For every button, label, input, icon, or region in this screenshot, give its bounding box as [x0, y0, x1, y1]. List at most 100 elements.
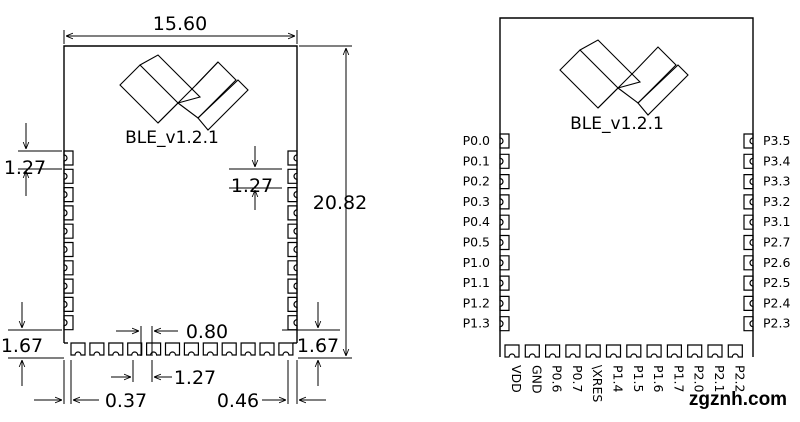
right-antenna-logo	[559, 39, 689, 116]
left-side-pad	[63, 296, 74, 312]
pad-gap-label: 0.80	[186, 321, 228, 343]
bottom-pin-label: P0.7	[570, 365, 585, 392]
bottom-pin-pad	[646, 344, 662, 358]
bottom-pin-label: P1.5	[631, 365, 646, 392]
right-pin-label: P3.4	[763, 153, 790, 168]
left-side-pad	[63, 315, 74, 331]
bottom-pin-pad	[504, 344, 520, 358]
left-pin-pad	[499, 275, 510, 291]
right-side-pad	[287, 223, 298, 239]
left-pin-label: P1.2	[463, 295, 490, 310]
bottom-pad	[221, 342, 237, 356]
height-dimension-label: 20.82	[313, 192, 367, 214]
bottom-pad	[278, 342, 294, 356]
bottom-pin-label: P2.1	[712, 365, 727, 392]
left-pin-label: P0.3	[463, 194, 490, 209]
right-side-pad	[287, 168, 298, 184]
bottom-pin-pad	[605, 344, 622, 358]
right-side-pad	[287, 296, 298, 312]
left-pin-pad	[499, 255, 510, 271]
bottom-pin-label: P2.0	[692, 365, 707, 392]
bottom-right-edge-label: 1.67	[297, 335, 339, 357]
left-side-pad	[63, 205, 74, 221]
bottom-pin-pad	[545, 344, 561, 358]
right-pin-pad	[743, 153, 754, 169]
left-side-pad	[63, 168, 74, 184]
right-side-pad	[287, 150, 298, 166]
bottom-pad	[202, 342, 218, 356]
left-side-pad	[63, 278, 74, 294]
left-pin-label: P0.2	[463, 174, 490, 189]
left-pin-pad	[499, 234, 510, 251]
bottom-pin-label: P1.7	[671, 365, 686, 392]
left-antenna-logo	[119, 54, 249, 131]
right-pin-label: P2.4	[763, 295, 790, 310]
left-pin-label: P0.1	[463, 153, 490, 168]
width-dimension-label: 15.60	[153, 13, 207, 35]
right-pin-label: P3.3	[763, 174, 790, 189]
bottom-pin-label: P1.4	[611, 365, 626, 392]
left-side-pad	[63, 241, 74, 258]
right-pin-pad	[743, 316, 754, 332]
right-pin-labels: P0.0P0.1P0.2P0.3P0.4P0.5P1.0P1.1P1.2P1.3…	[463, 133, 791, 402]
bottom-pin-pad	[585, 344, 601, 358]
bottom-left-edge-label: 1.67	[1, 335, 43, 357]
left-pin-pad	[499, 153, 510, 169]
bottom-pin-pad	[565, 344, 581, 358]
left-pitch-label: 1.27	[4, 157, 46, 179]
left-module-outline	[63, 45, 298, 343]
bottom-pin-label: \XRES	[590, 365, 605, 402]
bottom-pin-label: GND	[529, 365, 544, 394]
bottom-pad	[127, 342, 143, 356]
bottom-pin-pad	[666, 344, 682, 358]
right-pin-label: P2.3	[763, 316, 790, 331]
watermark: zgznh.com	[689, 389, 787, 410]
right-side-pad	[287, 278, 298, 294]
bottom-pitch-label: 1.27	[174, 367, 216, 389]
bottom-pad	[164, 342, 181, 356]
right-side-pad	[287, 205, 298, 221]
bottom-pad	[108, 342, 124, 356]
right-pin-pad	[743, 194, 754, 210]
bottom-pin-label: P2.2	[732, 365, 747, 392]
left-side-pad	[63, 223, 74, 239]
right-pin-label: P3.5	[763, 133, 790, 148]
left-side-pad	[63, 150, 74, 166]
right-pin-pad	[743, 234, 754, 251]
left-pin-pad	[499, 194, 510, 210]
bottom-pin-pad	[524, 344, 540, 358]
right-pin-pad	[743, 275, 754, 291]
right-side-pad	[287, 187, 298, 203]
left-pin-pad	[499, 174, 510, 190]
left-pin-label: P1.1	[463, 275, 490, 290]
bottom-pad	[146, 342, 162, 356]
right-pin-pad	[743, 174, 754, 190]
bottom-pad	[183, 342, 199, 356]
left-module-pads	[63, 150, 298, 356]
left-pin-pad	[499, 316, 510, 332]
bottom-pin-pad	[687, 344, 703, 358]
right-pin-pad	[743, 255, 754, 271]
right-pin-label: P2.5	[763, 275, 790, 290]
right-side-pad	[287, 241, 298, 258]
bottom-pin-pad	[727, 344, 743, 358]
right-version-label: BLE_v1.2.1	[570, 114, 664, 134]
left-pin-pad	[499, 214, 510, 230]
left-pin-label: P1.3	[463, 316, 490, 331]
right-pin-label: P3.2	[763, 194, 790, 209]
bottom-pad	[240, 342, 256, 356]
right-pin-label: P2.6	[763, 255, 790, 270]
right-pin-pad	[743, 133, 754, 149]
bottom-pad	[89, 342, 105, 356]
right-pin-pad	[743, 214, 754, 230]
right-side-pad	[287, 260, 298, 276]
left-pin-label: P1.0	[463, 255, 490, 270]
left-version-label: BLE_v1.2.1	[125, 128, 219, 148]
right-pitch-label: 1.27	[231, 175, 273, 197]
left-module-drawing: BLE_v1.2.1 15.60 20.82 1.27 1.27 1.67	[1, 13, 367, 412]
right-side-pad	[287, 315, 298, 331]
bottom-pad	[70, 342, 86, 356]
left-side-pad	[63, 187, 74, 203]
right-pin-label: P3.1	[763, 214, 790, 229]
